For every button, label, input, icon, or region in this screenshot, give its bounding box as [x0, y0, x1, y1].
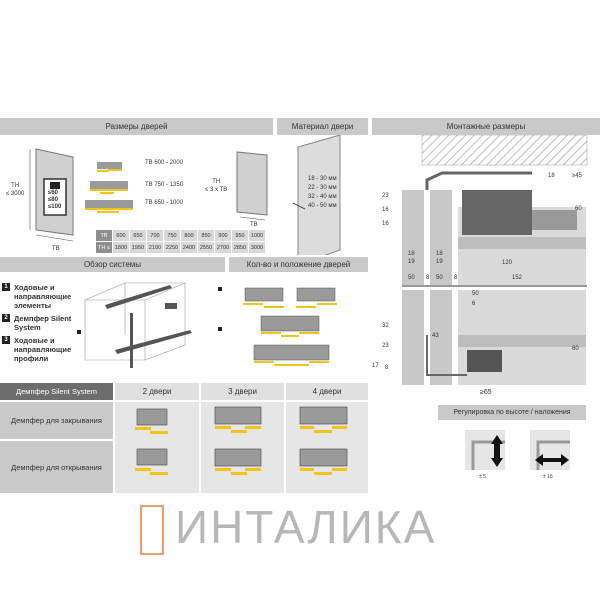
svg-text:19: 19 — [436, 259, 443, 265]
svg-text:32: 32 — [382, 323, 389, 329]
tb-label-2: TB — [249, 222, 259, 228]
col-3-doors: 3 двери — [201, 383, 284, 400]
vertical-arrow-icon — [491, 435, 503, 467]
adjust-height-value: ± 5 — [479, 474, 486, 480]
dim: 23 — [382, 193, 389, 199]
col-2-doors: 2 двери — [115, 383, 199, 400]
svg-text:18: 18 — [436, 251, 443, 257]
weight-limits: ≤60≤80≤100 — [48, 190, 62, 210]
three-doors — [260, 315, 320, 337]
range-2: TB 750 - 1350 — [145, 182, 184, 188]
col-4-doors: 4 двери — [286, 383, 368, 400]
horizontal-arrow-icon — [535, 454, 569, 466]
svg-text:50: 50 — [408, 275, 415, 281]
weight-icon — [50, 182, 60, 189]
row-closing: Демпфер для закрывания — [0, 402, 113, 439]
damper-diagrams — [135, 406, 348, 475]
door-sizes-drawing — [29, 135, 341, 255]
row-opening: Демпфер для открывания — [0, 441, 113, 493]
svg-text:8: 8 — [454, 275, 458, 281]
svg-text:152: 152 — [512, 275, 523, 281]
weight-box — [43, 178, 67, 216]
svg-text:23: 23 — [382, 343, 389, 349]
svg-text:≥45: ≥45 — [572, 173, 583, 179]
svg-text:6: 6 — [472, 301, 476, 307]
dim-min-65: ≥65 — [480, 389, 492, 396]
header-mounting: Монтажные размеры — [372, 118, 600, 135]
header-door-count: Кол-во и положение дверей — [229, 257, 368, 272]
tb-label: TB — [52, 246, 60, 252]
range-1: TB 600 - 2000 — [145, 160, 184, 166]
mounting-dimensions-drawing: 23 16 16 18 19 18 19 50 8 50 8 120 152 1… — [372, 135, 588, 396]
header-overview: Обзор системы — [0, 257, 225, 272]
svg-text:19: 19 — [408, 259, 415, 265]
svg-text:60: 60 — [572, 346, 579, 352]
damper-table-title: Демпфер Silent System — [0, 383, 113, 400]
th-max-label: TH≤ 3000 — [6, 183, 25, 197]
watermark-text: ИНТАЛИКА — [175, 501, 437, 553]
four-doors — [253, 344, 330, 366]
svg-text:8: 8 — [426, 275, 430, 281]
two-doors — [243, 287, 337, 308]
watermark-logo-icon — [140, 505, 164, 555]
system-exploded-drawing — [77, 282, 222, 368]
th-ratio-label: TH≤ 3 x TB — [205, 179, 228, 193]
adjustment-icons — [465, 430, 570, 470]
door-panel-ratio — [236, 151, 268, 216]
svg-text:43: 43 — [432, 333, 439, 339]
svg-text:17: 17 — [372, 363, 379, 369]
adjust-overlay-value: ± 16 — [543, 474, 553, 480]
svg-text:60: 60 — [575, 206, 582, 212]
svg-text:50: 50 — [472, 291, 479, 297]
header-door-sizes: Размеры дверей — [0, 118, 273, 135]
svg-text:18: 18 — [548, 173, 555, 179]
header-adjustment: Регулировка по высоте / наложения — [438, 405, 586, 420]
material-door — [297, 135, 341, 255]
svg-text:50: 50 — [436, 275, 443, 281]
svg-text:16: 16 — [382, 207, 389, 213]
door-position-diagrams — [243, 287, 337, 366]
header-door-material: Материал двери — [277, 118, 368, 135]
range-3: TB 650 - 1000 — [145, 200, 184, 206]
svg-text:16: 16 — [382, 221, 389, 227]
svg-text:120: 120 — [502, 260, 513, 266]
svg-text:18: 18 — [408, 251, 415, 257]
svg-text:8: 8 — [385, 365, 389, 371]
door-range-diagrams — [85, 162, 133, 213]
